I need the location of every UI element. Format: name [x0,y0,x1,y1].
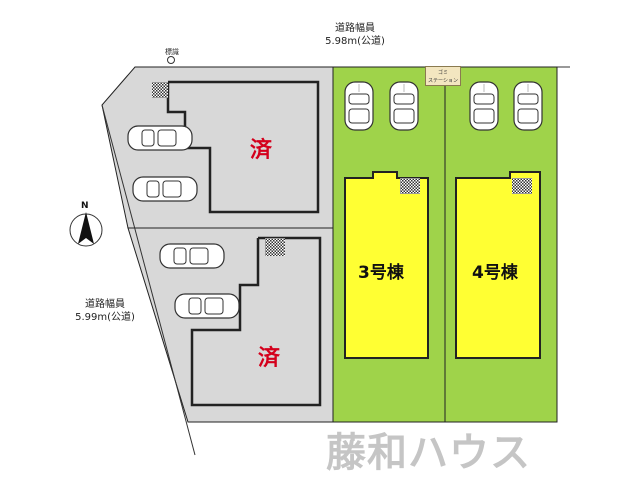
road-width-left-line2: 5.99m(公道) [75,312,135,323]
sold-house-1-outline [166,80,320,214]
garbage-station-line2: ステーション [428,78,458,84]
marker-icon [167,56,175,64]
car-lot3-b [389,81,419,131]
watermark: 藤和ハウス [326,430,531,476]
sold-house-2-porch [265,238,285,256]
garbage-station-line1: ゴミ [437,70,448,76]
building-4-porch [512,178,532,194]
road-width-top-line1: 道路幅員 [335,23,375,34]
car-lot3-a [344,81,374,131]
garbage-station: ゴミ ステーション [425,66,461,86]
building-4-label: 4号棟 [472,263,518,283]
road-width-left: 道路幅員 5.99m(公道) [40,298,170,324]
car-sold-2b [174,293,240,319]
building-3-label: 3号棟 [358,263,404,283]
car-sold-1a [127,125,193,151]
building-3 [344,171,429,359]
building-4 [455,171,541,359]
north-arrow-icon [69,212,103,247]
car-sold-2a [159,243,225,269]
compass-label: N [81,201,89,211]
car-lot4-a [469,81,499,131]
road-width-left-line1: 道路幅員 [85,299,125,310]
building-3-porch [400,178,420,194]
road-edge-left [101,104,196,456]
sold-house-1-porch [152,82,168,98]
sold-label-2: 済 [258,346,281,371]
sold-label-1: 済 [250,138,273,163]
car-sold-1b [132,176,198,202]
sold-lot-2 [127,227,334,423]
sold-house-2-outline [190,236,322,407]
marker-label: 標識 [165,48,179,56]
road-width-top-line2: 5.98m(公道) [325,36,385,47]
road-width-top: 道路幅員 5.98m(公道) [300,22,410,48]
car-lot4-b [513,81,543,131]
